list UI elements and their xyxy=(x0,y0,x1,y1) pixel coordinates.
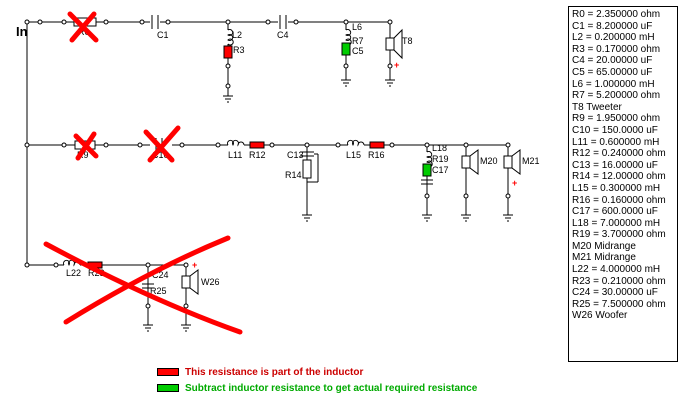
r19-label: R19 xyxy=(432,154,449,164)
parts-list-item: C24 = 30.00000 uF xyxy=(572,287,658,299)
parts-list-item: R0 = 2.350000 ohm xyxy=(572,9,661,20)
l22-label: L22 xyxy=(66,268,81,278)
l6-label: L6 xyxy=(352,22,362,32)
c1-label: C1 xyxy=(157,30,169,40)
legend-item-green: Subtract inductor resistance to get actu… xyxy=(157,381,477,395)
legend: This resistance is part of the inductor … xyxy=(157,365,477,397)
ground-symbols-top xyxy=(223,79,395,103)
l15-label: L15 xyxy=(346,150,361,160)
parts-list-item: R23 = 0.210000 ohm xyxy=(572,275,666,287)
parts-list-item: R3 = 0.170000 ohm xyxy=(572,43,661,55)
r12-resistor xyxy=(249,141,265,149)
l11-inductor xyxy=(227,139,245,147)
parts-list-item: R25 = 7.500000 ohm xyxy=(572,298,666,310)
r19-resistor xyxy=(422,163,432,177)
c24-r25-network xyxy=(142,283,154,289)
parts-list-item: C17 = 600.0000 uF xyxy=(572,206,658,218)
c10-label: C10 xyxy=(152,150,169,160)
r14-label: R14 xyxy=(285,170,302,180)
legend-item-red: This resistance is part of the inductor xyxy=(157,365,477,379)
strike-c10-b xyxy=(147,125,181,163)
ground-symbols-mid xyxy=(302,214,513,222)
parts-list-item: L22 = 4.000000 mH xyxy=(572,264,661,276)
m21-label: M21 xyxy=(522,156,540,166)
parts-list-item: R7 = 5.200000 ohm xyxy=(572,90,661,102)
r16-resistor xyxy=(369,141,385,149)
r16-label: R16 xyxy=(368,150,385,160)
t8-polarity: + xyxy=(394,60,399,70)
r23-label: R23 xyxy=(88,268,105,278)
c13-r14-network xyxy=(300,151,319,186)
l15-inductor xyxy=(347,139,365,147)
parts-list-item: C4 = 20.00000 uF xyxy=(572,55,653,67)
l2-inductor xyxy=(227,29,234,46)
parts-list-item: R9 = 1.950000 ohm xyxy=(572,113,661,125)
r25-label: R25 xyxy=(150,286,167,296)
l18-inductor xyxy=(426,151,433,168)
c17-capacitor xyxy=(421,179,433,185)
parts-list-item: C5 = 65.00000 uF xyxy=(572,66,653,78)
parts-list-item: R12 = 0.240000 ohm xyxy=(572,148,666,160)
m20-speaker xyxy=(461,149,479,175)
legend-green-text: Subtract inductor resistance to get actu… xyxy=(185,382,478,394)
w26-polarity: + xyxy=(192,260,197,270)
parts-list-item: R19 = 3.700000 ohm xyxy=(572,229,666,241)
strike-r9-b xyxy=(75,131,97,161)
w26-speaker xyxy=(181,269,199,295)
parts-list-item: C13 = 16.00000 uF xyxy=(572,159,658,171)
parts-list-item: C10 = 150.0000 uF xyxy=(572,124,658,136)
junction-nodes xyxy=(24,19,511,309)
t8-label: T8 xyxy=(402,36,413,46)
t8-speaker xyxy=(385,28,403,60)
parts-list-item: L11 = 0.600000 mH xyxy=(572,136,660,148)
green-swatch xyxy=(157,384,179,392)
c24-label: C24 xyxy=(152,270,169,280)
parts-list-item: M20 Midrange xyxy=(572,240,636,252)
red-swatch xyxy=(157,368,179,376)
parts-list-item: M21 Midrange xyxy=(572,252,636,264)
parts-list-item: L18 = 7.000000 mH xyxy=(572,217,661,229)
l11-label: L11 xyxy=(228,150,242,160)
ground-symbols-bottom xyxy=(143,324,191,332)
parts-list-item: T8 Tweeter xyxy=(572,101,622,113)
r7-resistor xyxy=(341,42,351,56)
c4-capacitor xyxy=(279,15,287,29)
parts-list-item: L15 = 0.300000 mH xyxy=(572,182,661,194)
parts-list-item: R16 = 0.160000 ohm xyxy=(572,194,666,206)
l2-label: L2 xyxy=(232,30,242,40)
m21-speaker xyxy=(503,149,521,175)
r12-label: R12 xyxy=(249,150,266,160)
strike-r0-b xyxy=(69,11,97,43)
input-label: In xyxy=(16,24,28,39)
strike-marks xyxy=(43,11,243,335)
parts-list-item: C1 = 8.200000 uF xyxy=(572,20,653,32)
c13-label: C13 xyxy=(287,150,304,160)
parts-list-item: R14 = 12.00000 ohm xyxy=(572,171,666,183)
r3-label: R3 xyxy=(233,45,245,55)
legend-red-text: This resistance is part of the inductor xyxy=(185,366,364,378)
crossover-schematic: R0 C1 L2 R3 C4 L6 R7 C5 T8 + In R9 C10 L… xyxy=(16,11,540,335)
c17-label: C17 xyxy=(432,165,449,175)
r7-label: R7 xyxy=(352,36,364,46)
l6-inductor xyxy=(345,29,352,46)
c5-label: C5 xyxy=(352,46,364,56)
c1-capacitor xyxy=(151,15,159,29)
c4-label: C4 xyxy=(277,30,289,40)
l18-label: L18 xyxy=(432,143,447,153)
m21-polarity: + xyxy=(512,178,517,188)
m20-label: M20 xyxy=(480,156,498,166)
strike-woofer-a xyxy=(43,241,243,335)
w26-label: W26 xyxy=(201,277,220,287)
parts-list-item: L2 = 0.200000 mH xyxy=(572,32,655,44)
r0-label: R0 xyxy=(78,27,90,37)
strike-woofer-b xyxy=(63,235,231,325)
r3-resistor xyxy=(223,45,233,59)
parts-list-item: L6 = 1.000000 mH xyxy=(572,78,655,90)
parts-list-item: W26 Woofer xyxy=(572,310,628,322)
